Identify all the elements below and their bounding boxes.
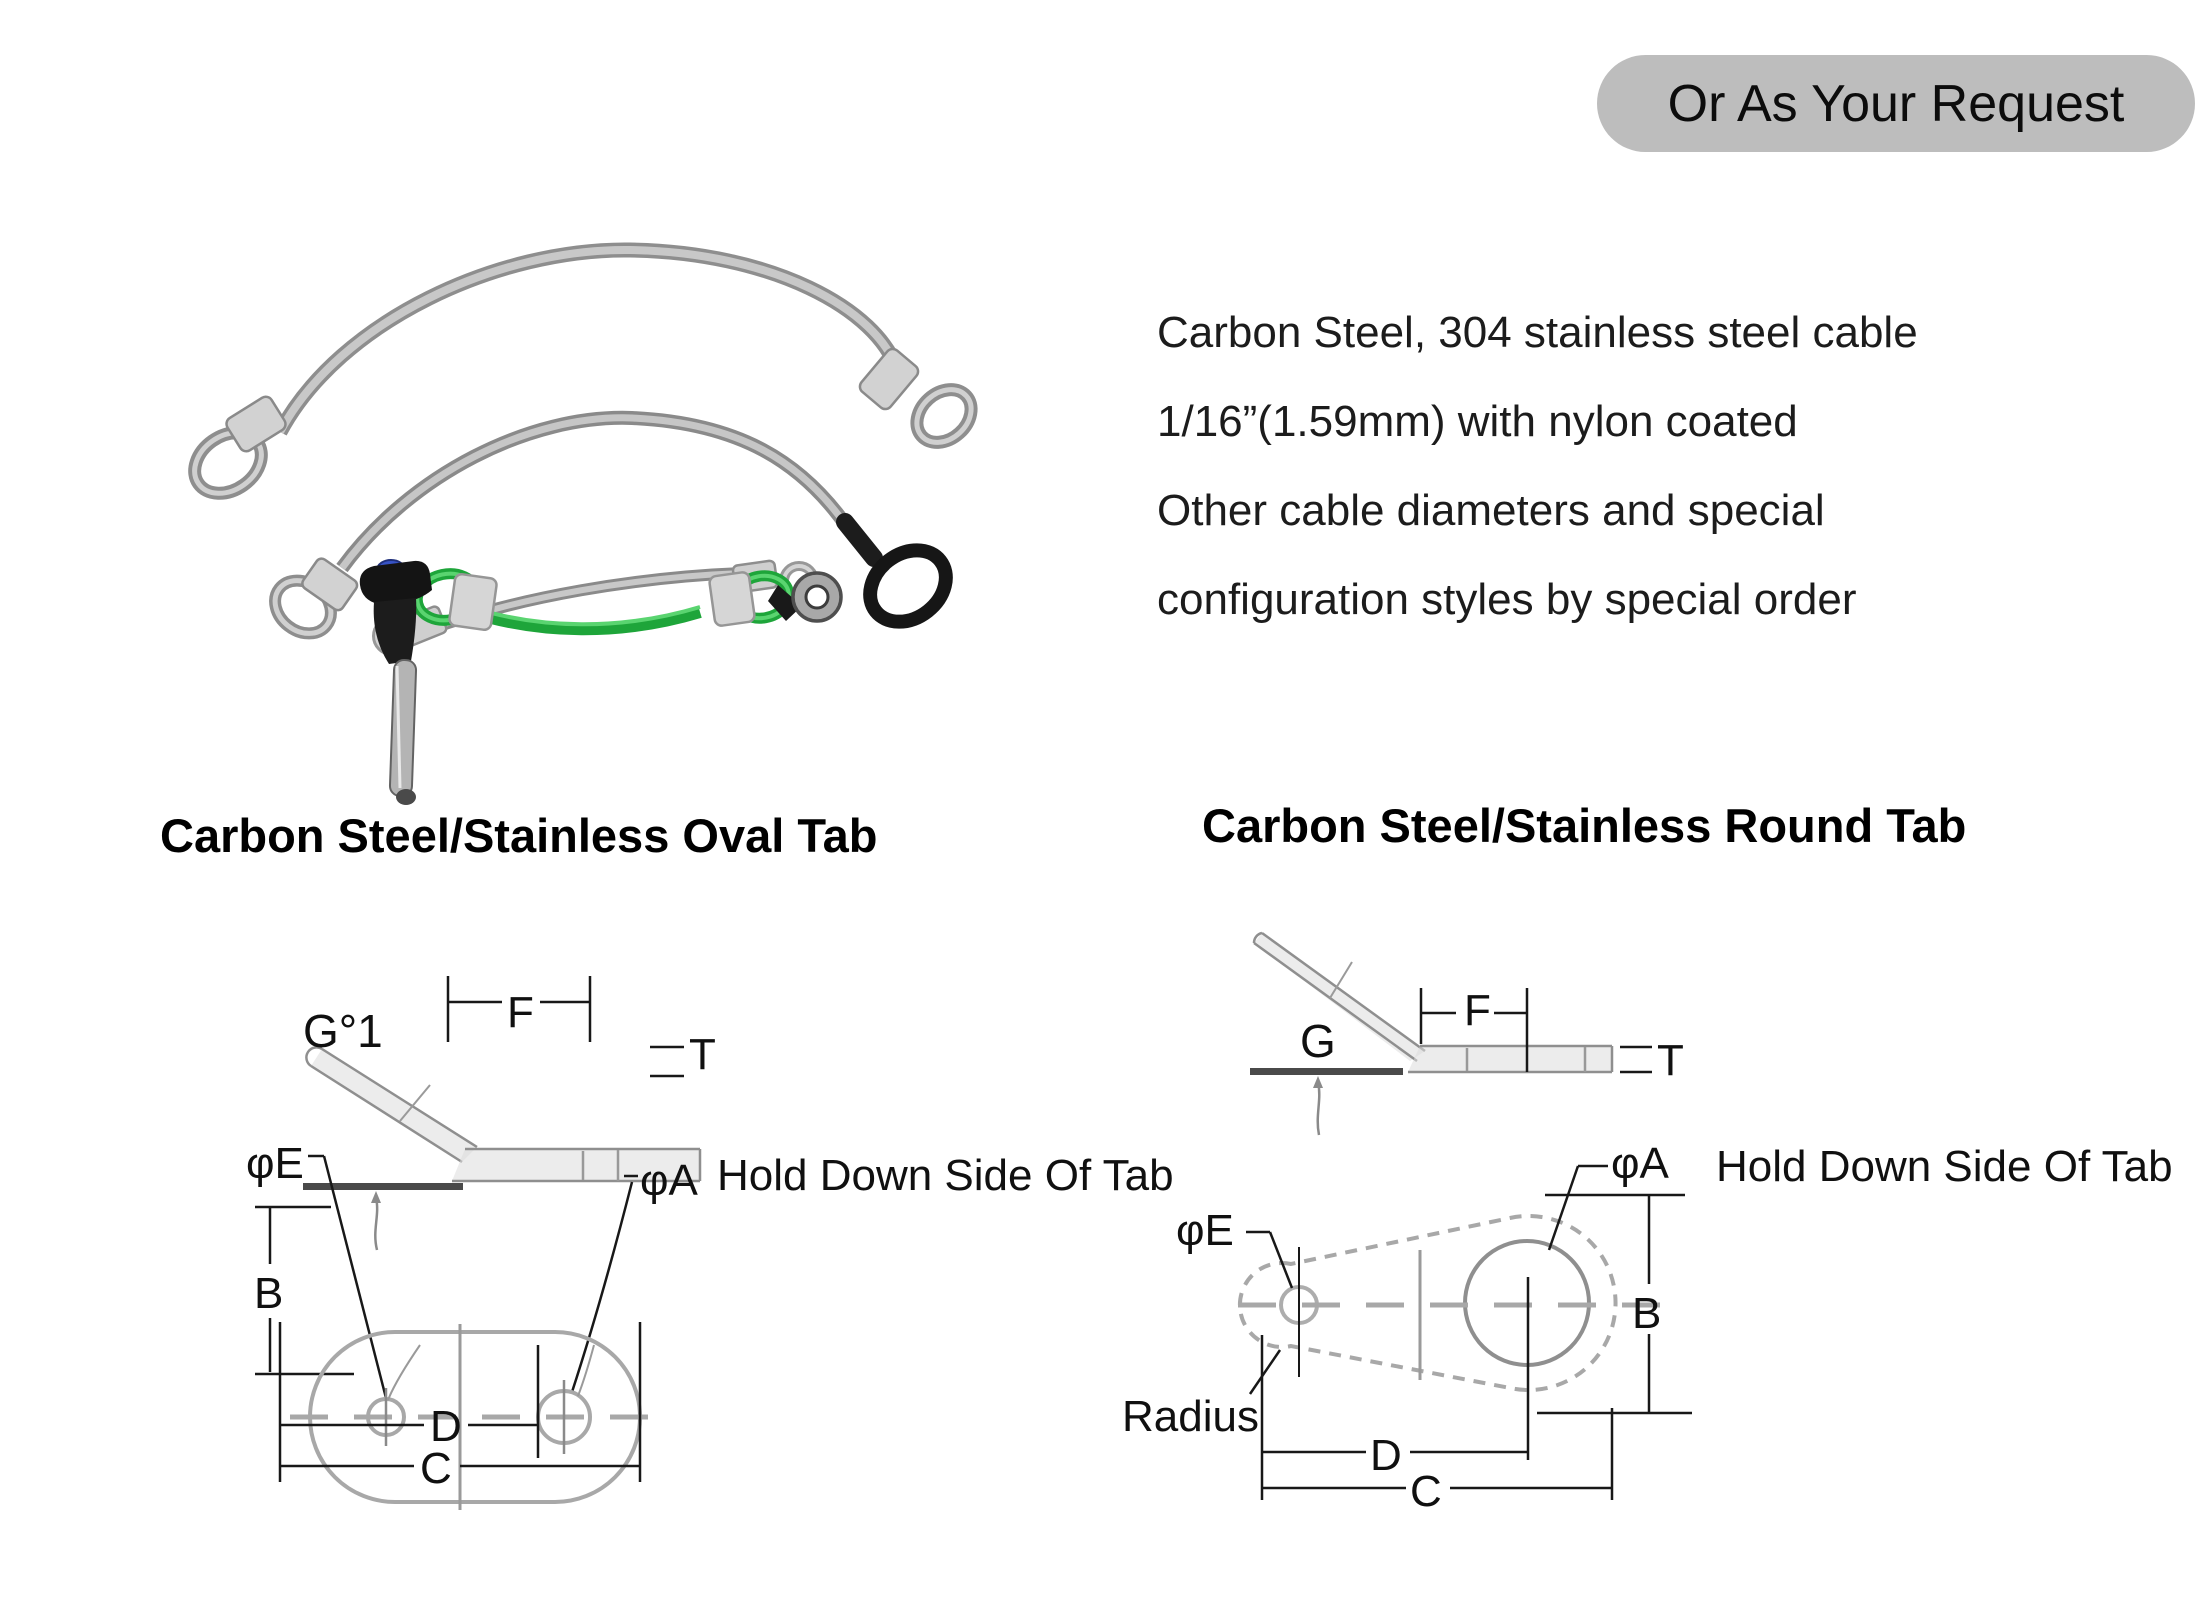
oval-top-view: [278, 1322, 660, 1510]
steel-cables-photo: [188, 242, 978, 656]
oval-tab-diagram: [255, 976, 702, 1510]
description-text: Carbon Steel, 304 stainless steel cable …: [1157, 288, 1918, 644]
oval-phi-a-label: φA: [640, 1156, 698, 1205]
round-radius-label: Radius: [1122, 1392, 1259, 1441]
oval-d-label: D: [430, 1402, 462, 1451]
description-line: 1/16”(1.59mm) with nylon coated: [1157, 397, 1798, 446]
round-c-label: C: [1410, 1467, 1442, 1516]
oval-f-label: F: [507, 988, 534, 1037]
round-angle-label: G: [1300, 1015, 1336, 1067]
green-cable-with-pin-photo: [359, 559, 843, 805]
oval-side-view: [255, 976, 702, 1399]
oval-phi-e-label: φE: [246, 1139, 304, 1188]
round-phi-e-label: φE: [1176, 1206, 1234, 1255]
round-tab-diagram: [1237, 931, 1692, 1500]
oval-angle-label: G°1: [303, 1005, 383, 1057]
request-badge: Or As Your Request: [1597, 55, 2195, 152]
oval-b-label: B: [254, 1269, 284, 1318]
oval-c-label: C: [420, 1444, 452, 1493]
round-d-label: D: [1370, 1431, 1402, 1480]
round-hold-down-label: Hold Down Side Of Tab: [1716, 1142, 2173, 1191]
round-top-view: [1237, 1164, 1692, 1500]
description-line: Other cable diameters and special: [1157, 486, 1825, 535]
round-tab-heading: Carbon Steel/Stainless Round Tab: [1202, 799, 1967, 852]
oval-tab-heading: Carbon Steel/Stainless Oval Tab: [160, 809, 878, 862]
round-t-label: T: [1657, 1036, 1684, 1085]
round-phi-a-label: φA: [1611, 1139, 1669, 1188]
round-f-label: F: [1464, 986, 1491, 1035]
request-badge-label: Or As Your Request: [1667, 74, 2125, 133]
oval-t-label: T: [689, 1030, 716, 1079]
round-b-label: B: [1632, 1289, 1662, 1338]
oval-hold-down-label: Hold Down Side Of Tab: [717, 1151, 1174, 1200]
ball-lock-pin: [359, 559, 432, 805]
round-side-view: [1250, 931, 1652, 1136]
description-line: Carbon Steel, 304 stainless steel cable: [1157, 308, 1918, 357]
description-line: configuration styles by special order: [1157, 575, 1857, 624]
